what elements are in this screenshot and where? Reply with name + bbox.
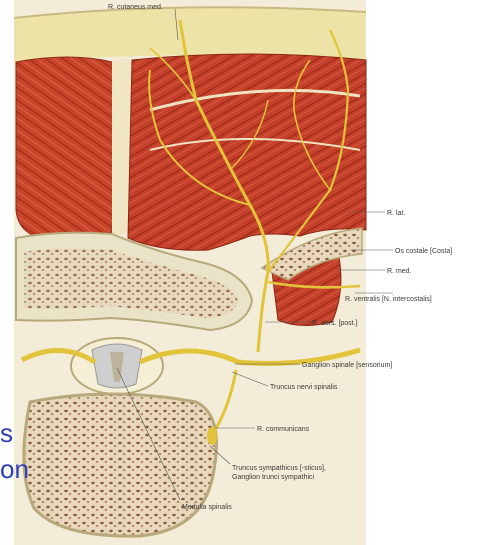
label-r-lat: R. lat. [387, 210, 405, 217]
label-truncus-sympathicus: Truncus sympathicus [-sticus], [232, 465, 326, 472]
label-r-dors: R. dors. [post.] [312, 320, 358, 327]
label-r-cutaneus-med: R. cutaneus med. [108, 4, 163, 11]
muscle-left [16, 57, 115, 240]
sympathetic-ganglion [207, 427, 217, 445]
slide-text-fragment-2: on [0, 456, 29, 482]
vertebral-body [24, 394, 217, 536]
slide-text-fragment-1: s [0, 420, 13, 446]
label-r-med: R. med. [387, 268, 412, 275]
label-medulla-spinalis: Medulla spinalis [182, 504, 232, 511]
label-r-ventralis: R. ventralis [N. intercostalis] [345, 296, 432, 303]
label-ganglion-trunci: Ganglion trunci sympathici [232, 474, 315, 481]
label-ganglion-spinale: Ganglion spinale [sensorium] [302, 362, 392, 369]
label-os-costale: Os costale [Costa] [395, 248, 452, 255]
label-r-communicans: R. communicans [257, 426, 310, 433]
muscle-right [128, 54, 366, 250]
label-truncus-nervi: Truncus nervi spinalis [270, 384, 338, 391]
